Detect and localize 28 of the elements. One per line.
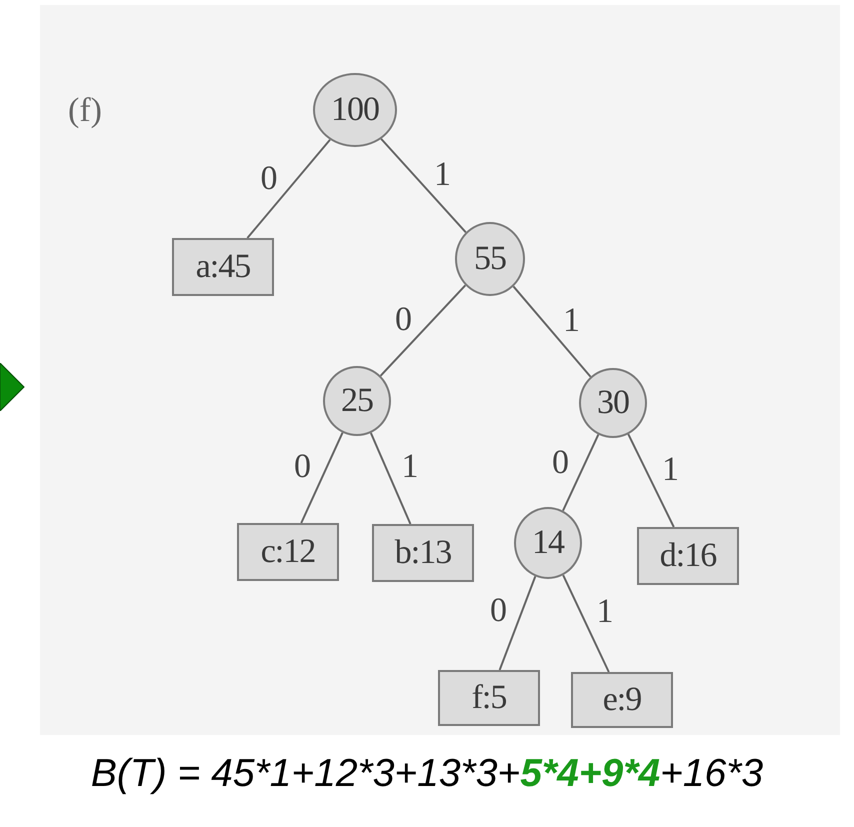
tree-edge bbox=[512, 286, 592, 378]
edge-label: 0 bbox=[395, 301, 412, 339]
edge-label: 0 bbox=[294, 448, 311, 486]
edge-label: 1 bbox=[563, 302, 580, 340]
leaf-node-box: e:9 bbox=[571, 672, 673, 728]
tree-edge bbox=[370, 432, 412, 524]
edge-label: 1 bbox=[402, 448, 418, 486]
tree-edge bbox=[627, 434, 675, 528]
leaf-node-box: c:12 bbox=[237, 523, 339, 581]
edge-label: 0 bbox=[490, 592, 507, 630]
tree-edge bbox=[380, 138, 467, 233]
tree-edge bbox=[562, 574, 610, 672]
tree-edge bbox=[498, 576, 536, 670]
leaf-node-box: f:5 bbox=[438, 670, 540, 726]
leaf-node-box: d:16 bbox=[637, 527, 739, 585]
tree-edge bbox=[246, 139, 331, 239]
leaf-node-box: b:13 bbox=[372, 524, 474, 582]
tree-edge bbox=[380, 284, 466, 376]
edge-label: 1 bbox=[662, 450, 679, 488]
edge-label: 1 bbox=[596, 592, 614, 630]
cost-formula: B(T) = 45*1+12*3+13*3+5*4+9*4+16*3 bbox=[90, 752, 764, 796]
leaf-node-box: a:45 bbox=[172, 238, 274, 296]
tree-edge bbox=[300, 432, 344, 524]
panel-label: (f) bbox=[68, 92, 102, 130]
tree-edge bbox=[562, 434, 600, 512]
edge-label: 0 bbox=[260, 160, 278, 198]
edge-label: 0 bbox=[552, 444, 569, 482]
edge-label: 1 bbox=[434, 156, 451, 194]
